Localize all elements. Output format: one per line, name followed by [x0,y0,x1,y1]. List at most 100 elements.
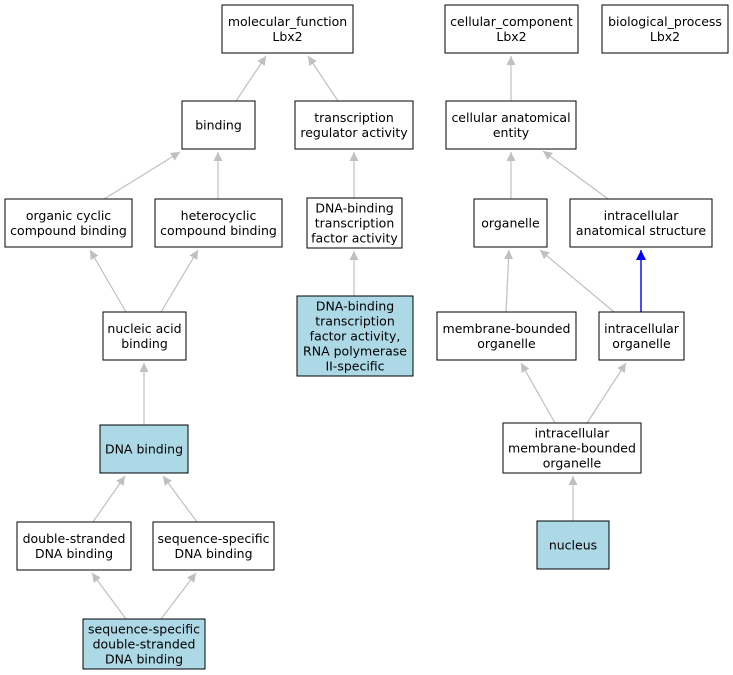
node-nucleus[interactable]: nucleus [536,520,610,570]
node-label-line: nucleic acid [107,321,181,336]
node-label-line: entity [493,125,530,140]
node-box [294,100,414,150]
node-label-line: factor activity, [310,329,401,344]
node-label-line: sequence-specific [88,622,200,637]
node-label-line: binding [121,336,168,351]
node-box [154,198,283,248]
node-label-line: organic cyclic [26,208,111,223]
node-box [221,4,354,54]
node-label-line: DNA binding [105,442,183,457]
node-label-line: membrane-bounded [508,441,636,456]
edge-nucleic-acid-to-heterocyclic [160,249,199,313]
node-box [296,295,414,377]
node-label-line: Lbx2 [272,29,302,44]
node-label-line: biological_process [608,14,722,29]
node-label-line: DNA-binding [316,299,394,314]
node-label-line: membrane-bounded [443,321,571,336]
node-label-line: Lbx2 [650,29,680,44]
node-label-line: DNA binding [105,652,183,667]
node-label-line: intracellular [604,208,680,223]
node-box [82,618,206,670]
node-label-line: organelle [612,336,671,351]
edge-imbo-to-mbo [520,362,556,424]
node-label-line: DNA-binding [315,201,393,216]
node-label-line: transcription [315,314,395,329]
node-label-line: cellular anatomical [451,110,570,125]
node-box [152,521,275,571]
node-label-line: organelle [543,456,602,471]
edge-organic-cyclic-to-binding [103,151,181,200]
node-binding[interactable]: binding [181,100,256,150]
node-label-line: double-stranded [93,637,196,652]
node-box [569,198,713,248]
node-box [502,422,642,474]
node-box [102,311,187,361]
node-label-line: nucleus [549,538,597,553]
edge-transcription-regulator-to-molecular-function [307,55,339,102]
node-box [181,100,256,150]
node-label-line: regulator activity [300,125,408,140]
edge-io-to-organelle [539,249,615,313]
node-label-line: DNA binding [174,546,252,561]
node-label-line: organelle [477,336,536,351]
node-label-line: Lbx2 [496,29,526,44]
node-dna-binding[interactable]: DNA binding [99,424,189,474]
node-label-line: intracellular [535,426,611,441]
node-box [436,311,577,361]
node-label-line: RNA polymerase [303,344,407,359]
node-label-line: double-stranded [23,531,126,546]
node-label-line: II-specific [325,359,384,374]
node-box [4,198,133,248]
node-label-line: heterocyclic [181,208,257,223]
node-label-line: transcription [314,110,394,125]
node-label-line: DNA binding [35,546,113,561]
node-label-line: molecular_function [228,14,347,29]
node-label-line: binding [195,118,242,133]
node-box [536,520,610,570]
edge-nucleic-acid-to-organic-cyclic [89,249,127,313]
edge-mbo-to-organelle [504,249,514,313]
node-box [444,4,579,54]
node-label-line: organelle [481,216,540,231]
edge-ss-dna-to-dna-binding [162,475,198,523]
node-label-line: cellular_component [450,14,573,29]
node-label-line: compound binding [10,223,127,238]
node-label-line: intracellular [604,321,680,336]
node-box [16,521,132,571]
node-box [473,198,548,248]
node-organelle[interactable]: organelle [473,198,548,248]
edge-binding-to-molecular-function [235,55,267,102]
edge-ssds-dna-to-ss-dna [160,572,197,620]
node-label-line: factor activity [311,231,398,246]
node-label-line: compound binding [160,223,277,238]
edges-layer [89,55,646,620]
node-box [306,197,403,249]
node-label-line: sequence-specific [158,531,270,546]
edge-ds-dna-to-dna-binding [92,475,126,523]
edge-imbo-to-io [586,362,627,424]
edge-ias-to-cae [542,150,609,200]
node-box [598,311,685,361]
node-label-line: transcription [315,216,395,231]
node-box [99,424,189,474]
node-box [601,4,729,54]
